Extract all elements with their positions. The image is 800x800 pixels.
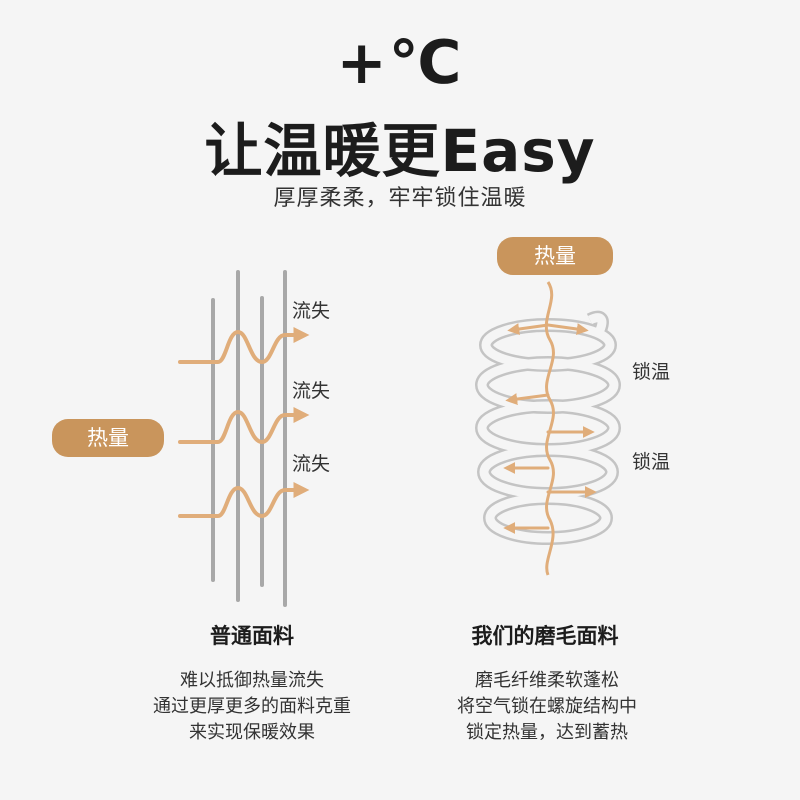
arrow-right-icon [546,323,589,335]
loss-label-2: 流失 [292,380,331,402]
description-line: 难以抵御热量流失 [180,670,324,691]
arrow-right-icon [178,482,310,518]
description-line: 通过更厚更多的面料克重 [153,696,351,717]
arrow-right-icon [178,327,310,364]
lock-label-1: 锁温 [632,361,671,383]
heat-label-left: 热量 [52,419,164,457]
arrow-left-icon [505,393,550,406]
lock-label-2: 锁温 [632,451,671,473]
brushed-fabric-title: 我们的磨毛面料 [471,624,619,648]
description-line: 来实现保暖效果 [189,722,315,743]
headline: 让温暖更Easy [204,117,596,185]
arrow-right-icon [178,407,310,444]
temperature-symbol: +℃ [336,28,464,98]
brushed-fabric-description: 磨毛纤维柔软蓬松 将空气锁在螺旋结构中 锁定热量，达到蓄热 [387,668,707,746]
heat-flow-line [544,281,555,576]
subheadline: 厚厚柔柔，牢牢锁住温暖 [273,186,527,211]
ordinary-fabric-description: 难以抵御热量流失 通过更厚更多的面料克重 来实现保暖效果 [92,668,412,746]
description-line: 锁定热量，达到蓄热 [466,722,628,743]
description-line: 磨毛纤维柔软蓬松 [475,670,619,691]
loss-label-1: 流失 [292,300,331,322]
heat-label-right: 热量 [497,237,613,275]
arrow-left-icon [507,323,550,335]
loss-label-3: 流失 [292,453,331,475]
ordinary-fabric-title: 普通面料 [210,624,294,648]
description-line: 将空气锁在螺旋结构中 [457,696,637,717]
